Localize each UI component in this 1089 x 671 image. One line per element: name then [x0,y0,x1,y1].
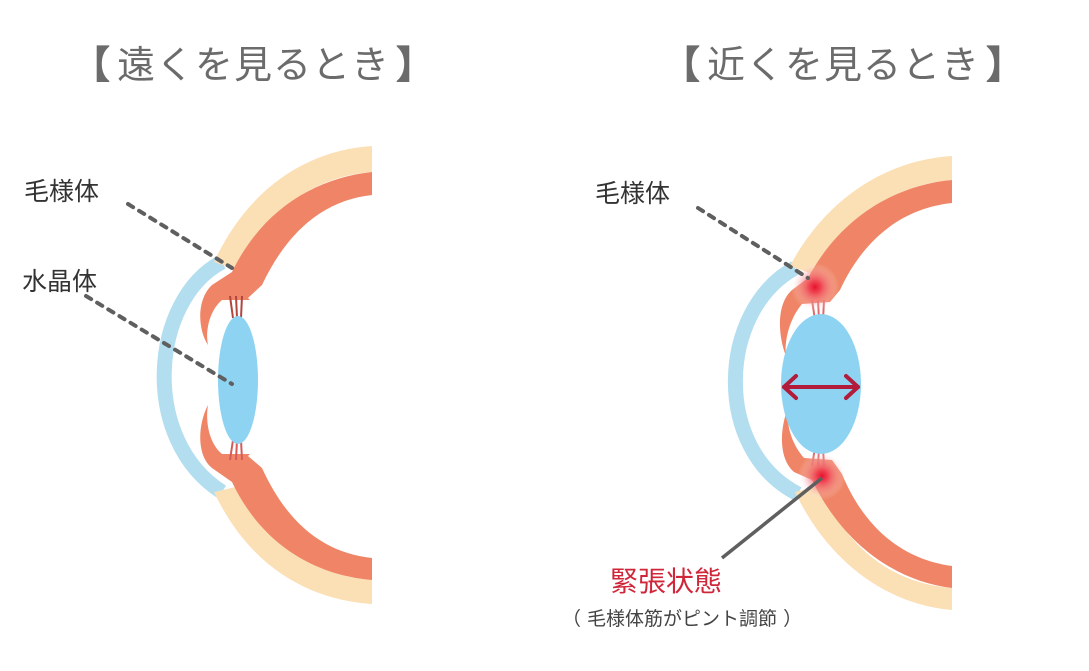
near-title-text: 近くを見るとき [707,43,981,87]
far-eye [84,146,372,604]
leader-ciliary-body [126,202,234,270]
leader-tension [720,476,824,560]
zonule-fibers-top [229,295,243,319]
choroid-top [200,172,372,345]
leader-lens [84,294,234,386]
lens-thin [218,316,258,444]
far-title-text: 遠くを見るとき [117,43,391,87]
title-bracket-open: 【 [72,43,112,87]
lens-thick [781,314,861,454]
label-tension-state: 緊張状態 [610,565,723,598]
title-bracket-close: 】 [986,43,1026,87]
label-ciliary-body-far: 毛様体 [24,177,100,206]
label-lens-far: 水晶体 [22,267,98,296]
near-eye [696,156,952,610]
label-ciliary-body-near: 毛様体 [595,179,671,208]
choroid-bottom [200,405,372,580]
leader-ciliary-body [696,206,810,280]
title-bracket-close: 】 [396,43,436,87]
near-title: 【近くを見るとき】 [662,34,1025,89]
choroid-bottom [781,408,952,588]
far-title: 【遠くを見るとき】 [72,34,435,89]
title-bracket-open: 【 [662,43,702,87]
double-arrow-icon [782,374,860,400]
cornea [156,255,227,499]
label-ciliary-muscle-note: （ 毛様体筋がピント調節 ） [562,608,803,630]
sclera-bottom [795,486,952,610]
cornea [727,261,802,501]
